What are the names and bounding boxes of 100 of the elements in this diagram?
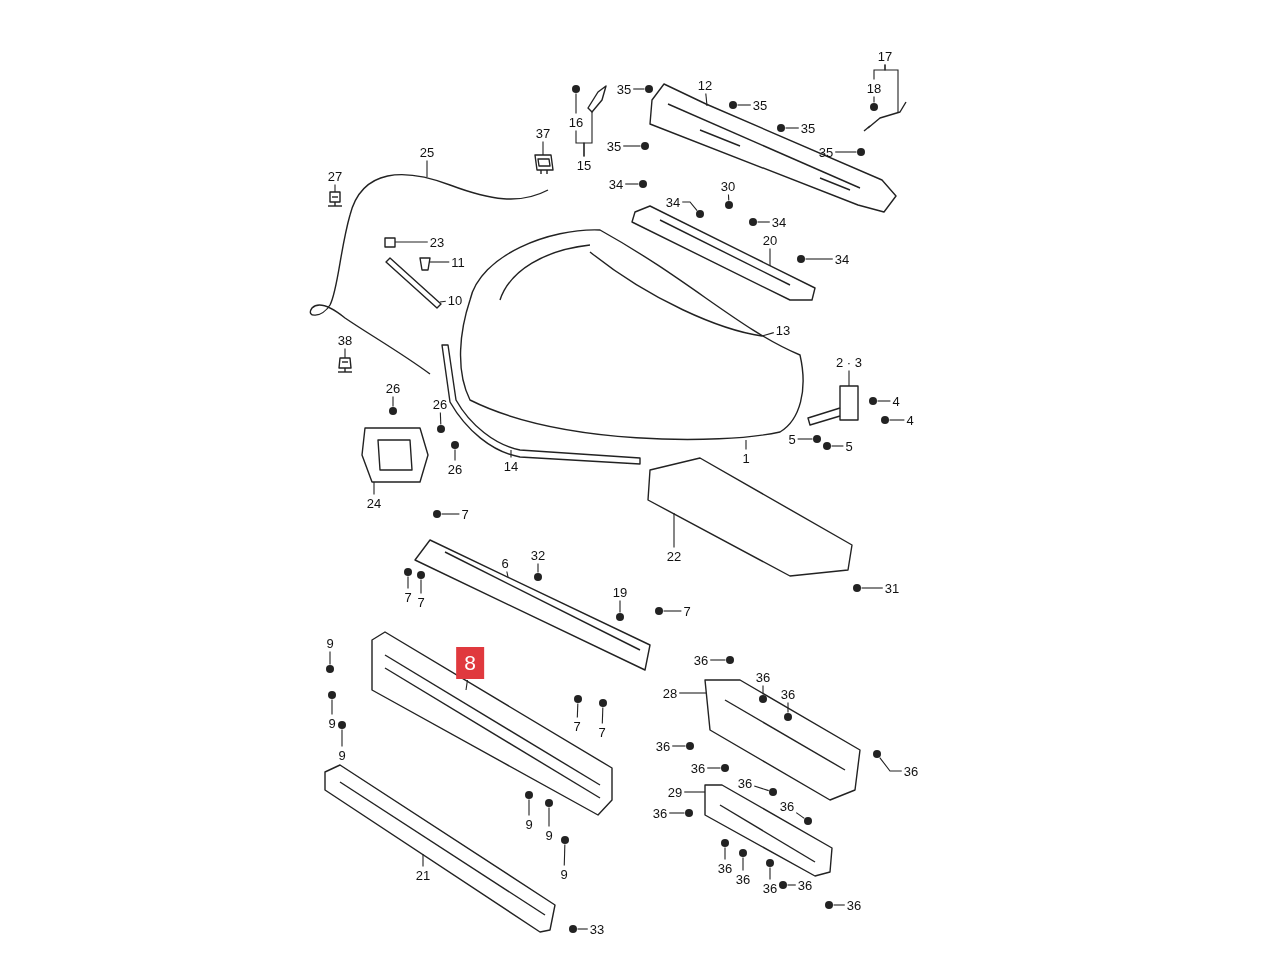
leader-line — [420, 578, 422, 595]
callout-number: 38 — [336, 332, 354, 348]
bolt-icon — [645, 85, 653, 93]
leader-line — [834, 151, 858, 153]
leader-line — [705, 92, 708, 107]
leader-line — [429, 261, 450, 263]
callout-number: 36 — [845, 897, 863, 913]
cowl-panel — [631, 205, 816, 301]
leader-line — [331, 698, 333, 716]
bolt-icon — [326, 665, 334, 673]
callout-number: 4 — [905, 412, 915, 428]
leader-line — [683, 791, 706, 793]
leader-line — [583, 111, 593, 158]
bolt-icon — [823, 442, 831, 450]
callout-number: 32 — [529, 547, 547, 563]
callout-number: 26 — [446, 461, 464, 477]
callout-number: 12 — [696, 77, 714, 93]
callout-number: 34 — [664, 194, 682, 210]
bolt-icon — [404, 568, 412, 576]
bolt-icon — [417, 571, 425, 579]
callout-number: 21 — [414, 867, 432, 883]
callout-number: 7 — [460, 506, 470, 522]
leader-line — [373, 481, 375, 496]
callout-number: 36 — [654, 738, 672, 754]
bolt-icon — [561, 836, 569, 844]
leader-line — [439, 300, 447, 303]
callout-number: 34 — [770, 214, 788, 230]
callout-number: 34 — [607, 176, 625, 192]
leader-line — [440, 513, 460, 515]
callout-number: 36 — [761, 880, 779, 896]
leader-line — [563, 843, 566, 867]
bolt-icon — [569, 925, 577, 933]
leader-line — [575, 92, 577, 115]
bolt-icon — [696, 210, 704, 218]
leader-line — [745, 439, 747, 451]
leader-line — [622, 145, 642, 147]
callout-number: 20 — [761, 232, 779, 248]
highlighted-callout-number: 8 — [456, 647, 484, 679]
clip — [534, 154, 554, 175]
callout-number: 30 — [719, 178, 737, 194]
leader-line — [873, 95, 875, 104]
leader-line — [761, 332, 775, 337]
leader-line — [576, 928, 589, 930]
callout-number: 35 — [605, 138, 623, 154]
bolt-icon — [873, 750, 881, 758]
bolt-icon — [433, 510, 441, 518]
bolt-icon — [797, 255, 805, 263]
callout-number: 36 — [796, 877, 814, 893]
hinge — [807, 385, 859, 426]
bolt-icon — [725, 201, 733, 209]
callout-number: 33 — [588, 921, 606, 937]
callout-number: 27 — [326, 168, 344, 184]
callout-number: 7 — [572, 718, 582, 734]
leader-line — [334, 183, 336, 193]
bolt-icon — [749, 218, 757, 226]
callout-number: 36 — [716, 860, 734, 876]
leader-line — [769, 247, 771, 267]
callout-number: 35 — [615, 81, 633, 97]
callout-number: 34 — [833, 251, 851, 267]
leader-line — [797, 438, 814, 440]
leader-line — [344, 347, 346, 359]
bolt-icon — [853, 584, 861, 592]
bolt-icon — [686, 742, 694, 750]
leader-line — [753, 785, 770, 792]
bolt-icon — [685, 809, 693, 817]
callout-number: 26 — [384, 380, 402, 396]
leader-line — [624, 183, 640, 185]
bolt-icon — [572, 85, 580, 93]
leader-line — [848, 369, 850, 387]
leader-line — [830, 445, 844, 447]
callout-number: 25 — [418, 144, 436, 160]
leader-line — [454, 448, 456, 462]
crossmember — [324, 764, 556, 933]
leader-line — [422, 853, 424, 868]
leader-line — [576, 702, 579, 719]
callout-number: 26 — [431, 396, 449, 412]
leader-line — [671, 745, 687, 747]
callout-number: 19 — [611, 584, 629, 600]
leader-line — [542, 140, 544, 156]
callout-number: 24 — [365, 495, 383, 511]
bolt-icon — [616, 613, 624, 621]
callout-number: 10 — [446, 292, 464, 308]
leader-line — [860, 587, 884, 589]
callout-number: 7 — [597, 724, 607, 740]
leader-line — [762, 684, 764, 696]
bolt-icon — [869, 397, 877, 405]
leader-line — [548, 806, 550, 828]
bolt-icon — [729, 101, 737, 109]
leader-line — [832, 904, 846, 906]
leader-line — [619, 599, 621, 614]
callout-number: 2 · 3 — [835, 354, 863, 370]
callout-number: 1 — [741, 450, 751, 466]
leader-line — [709, 659, 727, 661]
callout-number: 13 — [774, 322, 792, 338]
leader-line — [736, 104, 752, 106]
callout-number: 36 — [734, 871, 752, 887]
crossmember — [414, 539, 651, 671]
link-rod — [863, 101, 907, 132]
callout-number: 28 — [661, 685, 679, 701]
callout-number: 9 — [544, 827, 554, 843]
